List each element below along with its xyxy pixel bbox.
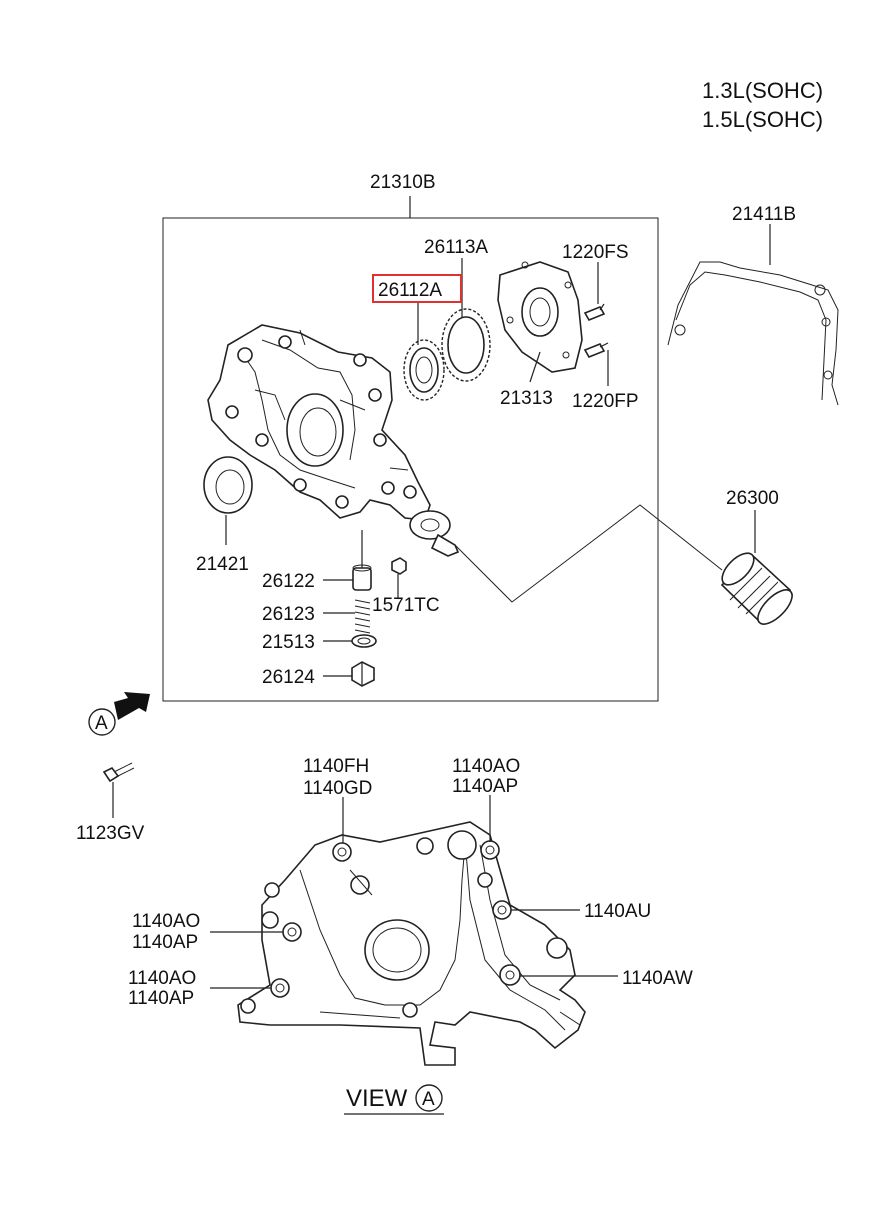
flow-leader — [454, 504, 723, 603]
view-a-arrow: A — [88, 692, 150, 736]
oil-seal[interactable] — [203, 456, 253, 514]
part-21411b[interactable]: 21411B — [732, 204, 796, 225]
leader-21313 — [529, 351, 541, 383]
outer-rotor-ring[interactable] — [441, 308, 491, 382]
relief-plunger[interactable] — [352, 564, 372, 591]
label-1140aw[interactable]: 1140AW — [622, 968, 693, 989]
engine-label-1: 1.3L(SOHC) — [702, 78, 823, 103]
relief-spring[interactable] — [354, 599, 371, 634]
oil-pump-housing[interactable] — [207, 324, 431, 521]
view-a-marker-circle — [88, 708, 116, 736]
label-1140ao-top[interactable]: 1140AO — [452, 756, 520, 777]
view-a-housing[interactable] — [237, 821, 586, 1066]
highlight-box — [372, 274, 462, 303]
part-21421[interactable]: 21421 — [196, 554, 249, 575]
part-1220fs[interactable]: 1220FS — [562, 242, 629, 263]
pump-shaft[interactable] — [409, 510, 460, 557]
engine-label-2: 1.5L(SOHC) — [702, 107, 823, 132]
oil-filter[interactable] — [717, 548, 798, 630]
view-a-marker-letter: A — [95, 713, 108, 734]
label-1140ap-low[interactable]: 1140AP — [128, 988, 194, 1009]
part-26124[interactable]: 26124 — [262, 667, 315, 688]
label-1140au[interactable]: 1140AU — [584, 901, 651, 922]
view-caption-word: VIEW — [346, 1085, 408, 1112]
relief-plug[interactable] — [351, 661, 375, 687]
view-caption-circle — [415, 1084, 443, 1112]
part-26122[interactable]: 26122 — [262, 571, 315, 592]
nut-1571tc[interactable] — [391, 557, 407, 575]
part-1123gv[interactable]: 1123GV — [76, 823, 145, 844]
pump-cover-plate[interactable] — [497, 261, 583, 373]
assembly-frame — [162, 217, 659, 702]
label-1140ap-mid[interactable]: 1140AP — [132, 932, 198, 953]
part-1220fp[interactable]: 1220FP — [572, 391, 639, 412]
gasket-washer[interactable] — [351, 634, 377, 648]
part-26123[interactable]: 26123 — [262, 604, 315, 625]
bolt-1123gv[interactable] — [102, 762, 135, 783]
pump-gasket[interactable] — [667, 261, 839, 406]
label-1140ap-top[interactable]: 1140AP — [452, 776, 518, 797]
part-21513[interactable]: 21513 — [262, 632, 315, 653]
inner-rotor-gear[interactable] — [403, 339, 445, 401]
assembly-label[interactable]: 21310B — [370, 172, 436, 193]
label-1140gd[interactable]: 1140GD — [303, 778, 372, 799]
part-1571tc[interactable]: 1571TC — [372, 595, 440, 616]
part-21313[interactable]: 21313 — [500, 388, 553, 409]
view-caption-marker: A — [422, 1089, 435, 1110]
part-26300[interactable]: 26300 — [726, 488, 779, 509]
screw-1220fs[interactable] — [583, 303, 606, 322]
label-1140fh[interactable]: 1140FH — [303, 756, 369, 777]
part-26113a[interactable]: 26113A — [424, 237, 488, 258]
part-26112a[interactable]: 26112A — [378, 280, 442, 301]
label-1140ao-low[interactable]: 1140AO — [128, 968, 196, 989]
label-1140ao-mid[interactable]: 1140AO — [132, 911, 200, 932]
screw-1220fp[interactable] — [583, 342, 609, 359]
